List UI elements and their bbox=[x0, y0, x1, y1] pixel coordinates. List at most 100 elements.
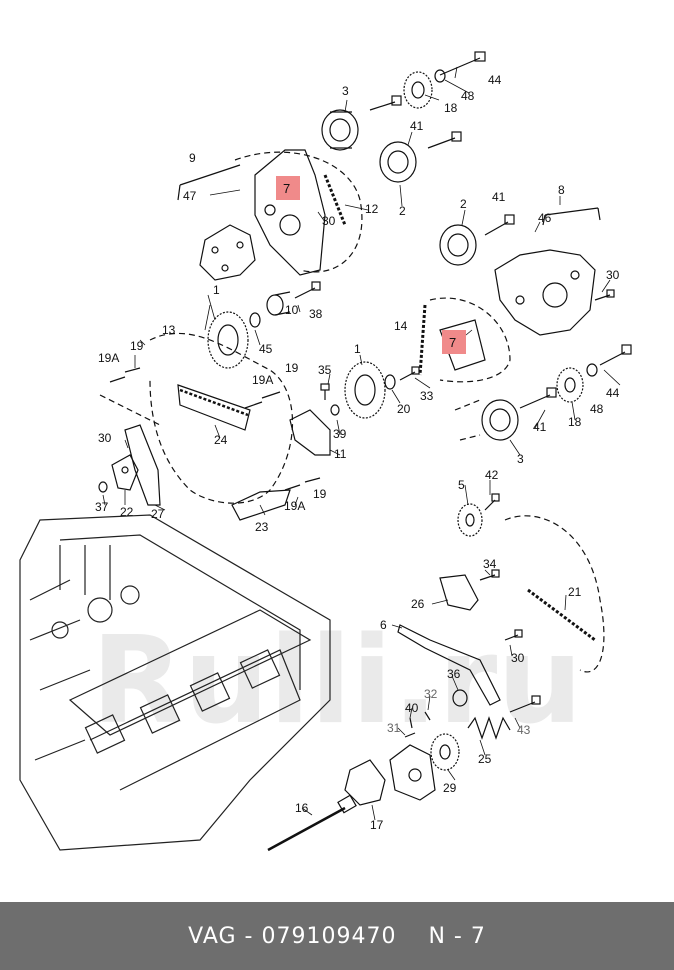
label-6: 6 bbox=[380, 618, 387, 632]
label-43: 43 bbox=[517, 723, 531, 737]
exploded-parts-diagram: 7 7 3 44 48 18 41 2 9 47 12 30 2 41 8 46… bbox=[19, 51, 632, 852]
bolt-43 bbox=[509, 695, 541, 713]
label-3-top: 3 bbox=[342, 84, 349, 98]
bolt-41-top bbox=[369, 95, 402, 111]
label-2-top: 2 bbox=[399, 204, 406, 218]
bolt-33 bbox=[399, 366, 420, 381]
bolt-41-lower bbox=[519, 387, 557, 409]
bolt-40 bbox=[409, 717, 413, 729]
sprocket-1-left bbox=[207, 311, 249, 369]
label-35: 35 bbox=[318, 363, 332, 377]
sprocket-18-right bbox=[556, 367, 584, 403]
label-9: 9 bbox=[189, 151, 196, 165]
pin-19A-middle bbox=[244, 391, 281, 409]
highlight-part-7-top bbox=[276, 176, 300, 200]
label-10: 10 bbox=[285, 303, 299, 317]
label-19-c: 19 bbox=[313, 487, 327, 501]
label-2-right: 2 bbox=[460, 197, 467, 211]
label-17: 17 bbox=[370, 818, 384, 832]
sprocket-29 bbox=[430, 733, 460, 771]
label-19A-a: 19A bbox=[98, 351, 119, 365]
label-36: 36 bbox=[447, 667, 461, 681]
chain-12 bbox=[323, 174, 347, 226]
label-30-left: 30 bbox=[98, 431, 112, 445]
label-26: 26 bbox=[411, 597, 425, 611]
camshaft-adjuster-3-top bbox=[321, 109, 359, 151]
washer-48-top bbox=[434, 69, 446, 83]
label-5: 5 bbox=[458, 478, 465, 492]
highlight-part-7-right bbox=[442, 330, 466, 354]
label-37: 37 bbox=[95, 500, 109, 514]
label-48-top: 48 bbox=[461, 89, 475, 103]
shaft-16 bbox=[267, 794, 357, 852]
chain-21 bbox=[527, 588, 596, 642]
label-48-right: 48 bbox=[590, 402, 604, 416]
label-14: 14 bbox=[394, 319, 408, 333]
label-41-top: 41 bbox=[410, 119, 424, 133]
tensioner-assembly-9 bbox=[177, 149, 326, 276]
label-42: 42 bbox=[485, 468, 499, 482]
bracket-47 bbox=[199, 224, 256, 281]
label-21: 21 bbox=[568, 585, 582, 599]
bolt-30-lower bbox=[504, 629, 523, 641]
label-7-right: 7 bbox=[449, 335, 456, 350]
label-39: 39 bbox=[333, 427, 347, 441]
footer-bar: VAG - 079109470 N - 7 bbox=[0, 902, 674, 970]
label-8: 8 bbox=[558, 183, 565, 197]
footer-ref-label: N - 7 bbox=[428, 923, 486, 949]
label-19-a: 19 bbox=[130, 339, 144, 353]
guide-rail-6 bbox=[397, 624, 501, 706]
label-18-right: 18 bbox=[568, 415, 582, 429]
label-19-b: 19 bbox=[285, 361, 299, 375]
label-19A-c: 19A bbox=[284, 499, 305, 513]
chain-path-lines bbox=[99, 151, 605, 673]
label-46: 46 bbox=[538, 211, 552, 225]
label-44-right: 44 bbox=[606, 386, 620, 400]
bolt-30-right bbox=[594, 289, 615, 301]
label-1-middle: 1 bbox=[354, 342, 361, 356]
pin-19A-left bbox=[109, 367, 141, 383]
label-30-top: 30 bbox=[322, 214, 336, 228]
footer-gap bbox=[396, 924, 428, 949]
bolt-39 bbox=[330, 404, 340, 416]
label-1-left: 1 bbox=[213, 283, 220, 297]
label-27: 27 bbox=[151, 507, 165, 521]
label-11: 11 bbox=[334, 447, 347, 461]
label-45: 45 bbox=[259, 342, 273, 356]
label-38: 38 bbox=[309, 307, 323, 321]
bolt-31 bbox=[404, 732, 416, 738]
washer-45 bbox=[249, 312, 261, 328]
seal-36 bbox=[452, 689, 468, 707]
bolt-42 bbox=[484, 493, 500, 511]
footer-part-number: 079109470 bbox=[261, 923, 397, 949]
label-40: 40 bbox=[405, 701, 419, 715]
label-30-right: 30 bbox=[606, 268, 620, 282]
chain-guide-23 bbox=[231, 489, 291, 521]
oil-pump-assembly bbox=[389, 744, 436, 801]
label-41-lower: 41 bbox=[533, 420, 547, 434]
footer-brand: VAG bbox=[188, 923, 237, 949]
chain-guide-11 bbox=[289, 409, 331, 456]
bushing-10 bbox=[266, 291, 291, 316]
label-30-lower: 30 bbox=[511, 651, 525, 665]
label-16: 16 bbox=[295, 801, 309, 815]
label-31: 31 bbox=[387, 721, 401, 735]
label-32: 32 bbox=[424, 687, 438, 701]
sprocket-5 bbox=[457, 503, 483, 537]
bolt-44-right bbox=[599, 344, 632, 366]
sprocket-18-top bbox=[403, 71, 433, 109]
camshaft-adjuster-3-right bbox=[481, 399, 519, 441]
bolt-44-top bbox=[439, 51, 486, 76]
label-34: 34 bbox=[483, 557, 497, 571]
tensioner-22 bbox=[111, 454, 139, 491]
washer-37 bbox=[98, 481, 108, 493]
label-41-right: 41 bbox=[492, 190, 506, 204]
bolt-32 bbox=[424, 711, 431, 721]
label-18-top: 18 bbox=[444, 101, 458, 115]
label-22: 22 bbox=[120, 505, 134, 519]
chain-14 bbox=[418, 304, 427, 376]
label-3-right: 3 bbox=[517, 452, 524, 466]
chain-guide-24 bbox=[177, 384, 251, 431]
bracket-17 bbox=[344, 759, 386, 806]
label-29: 29 bbox=[443, 781, 457, 795]
